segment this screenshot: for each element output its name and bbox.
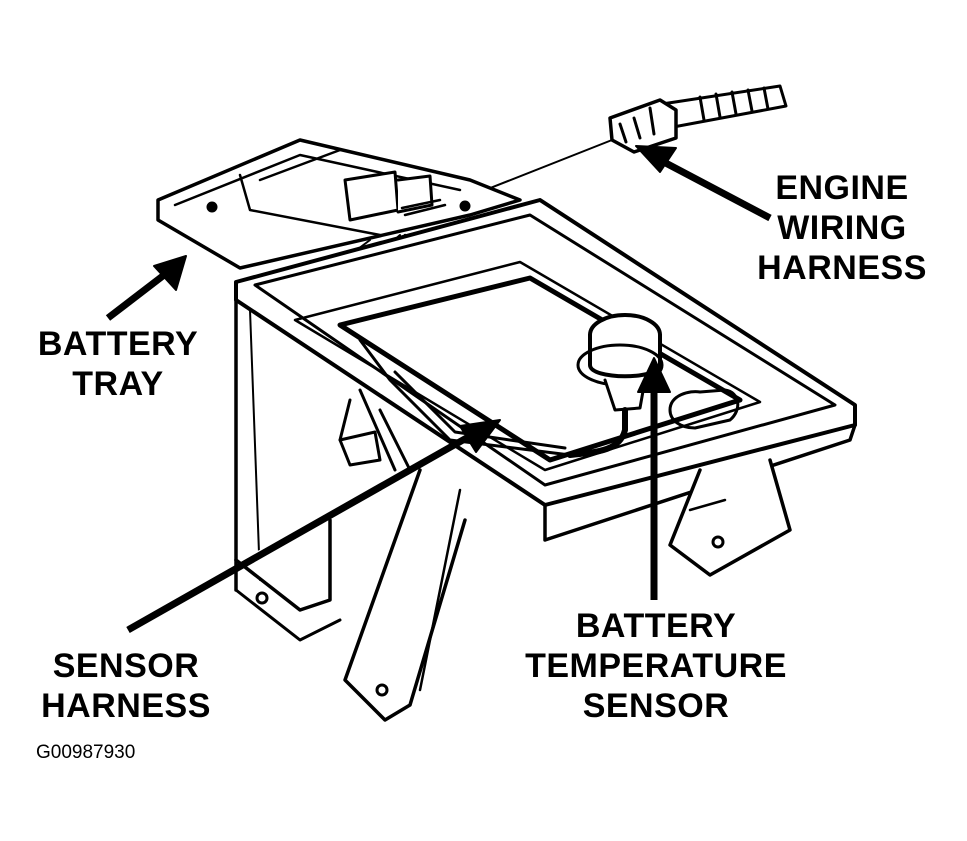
label-line: SENSOR bbox=[52, 647, 200, 685]
figure-id: G00987930 bbox=[36, 742, 136, 763]
engine-wiring-harness-label: ENGINE WIRING HARNESS bbox=[752, 168, 932, 288]
battery-tray-label: BATTERY TRAY bbox=[26, 324, 210, 404]
battery-temperature-sensor-label: BATTERY TEMPERATURE SENSOR bbox=[510, 606, 802, 726]
label-line: TRAY bbox=[72, 365, 164, 403]
label-line: BATTERY bbox=[37, 325, 199, 363]
label-line: HARNESS bbox=[41, 687, 211, 725]
label-line: BATTERY bbox=[575, 607, 737, 645]
callout-arrows bbox=[105, 145, 772, 634]
label-line: HARNESS bbox=[757, 249, 927, 287]
label-line: ENGINE bbox=[775, 169, 909, 207]
sensor-harness-label: SENSOR HARNESS bbox=[34, 646, 218, 726]
label-line: SENSOR bbox=[582, 687, 730, 725]
battery-tray-drawing bbox=[156, 138, 522, 271]
engine-wiring-harness-drawing bbox=[469, 84, 788, 197]
label-line: WIRING bbox=[777, 209, 907, 247]
label-line: TEMPERATURE bbox=[525, 647, 787, 685]
battery-temperature-sensor-drawing bbox=[358, 313, 664, 458]
tray-body-drawing bbox=[234, 198, 857, 722]
